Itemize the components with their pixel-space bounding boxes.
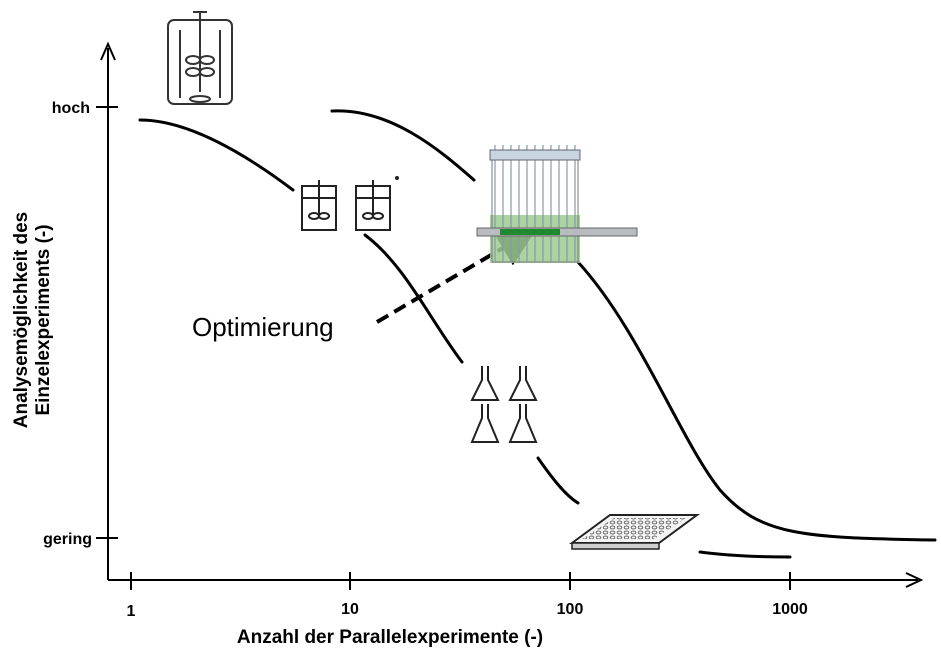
shake-flask-icon: [470, 366, 538, 443]
y-axis: [96, 41, 118, 580]
optimierung-label: Optimierung: [192, 312, 334, 342]
stirred-tank-reactor-icon: [167, 11, 233, 105]
y-tick-label-gering: gering: [43, 531, 92, 548]
x-tick-label-10: 10: [341, 601, 359, 618]
y-tick-label-hoch: hoch: [52, 100, 90, 117]
curve-lower-segment-2: [363, 233, 464, 364]
curve-lower-segment-1: [138, 118, 295, 192]
x-tick-label-1: 1: [127, 603, 136, 620]
curve-upper: [330, 109, 937, 542]
mini-bioreactor-icon: [301, 176, 399, 231]
x-tick-label-100: 100: [557, 601, 584, 618]
y-axis-title-line1: Analysemöglichkeit des: [11, 212, 32, 428]
x-axis: [108, 572, 924, 590]
curve-lower-segment-3: [536, 456, 580, 505]
y-axis-title: Analysemöglichkeit des Einzelexperiments…: [11, 212, 54, 428]
y-axis-title-line2: Einzelexperiments (-): [33, 224, 54, 415]
curve-lower: [138, 118, 792, 559]
x-tick-label-1000: 1000: [772, 601, 808, 618]
optimierung-arrow: [375, 227, 538, 324]
curve-upper-segment-1: [330, 109, 476, 182]
x-axis-title: Anzahl der Parallelexperimente (-): [237, 627, 543, 648]
curve-lower-segment-4: [698, 550, 792, 559]
parallel-column-bioreactor-icon: [476, 145, 638, 263]
curve-upper-segment-2: [576, 260, 937, 542]
microtiter-plate-icon: [568, 514, 701, 550]
